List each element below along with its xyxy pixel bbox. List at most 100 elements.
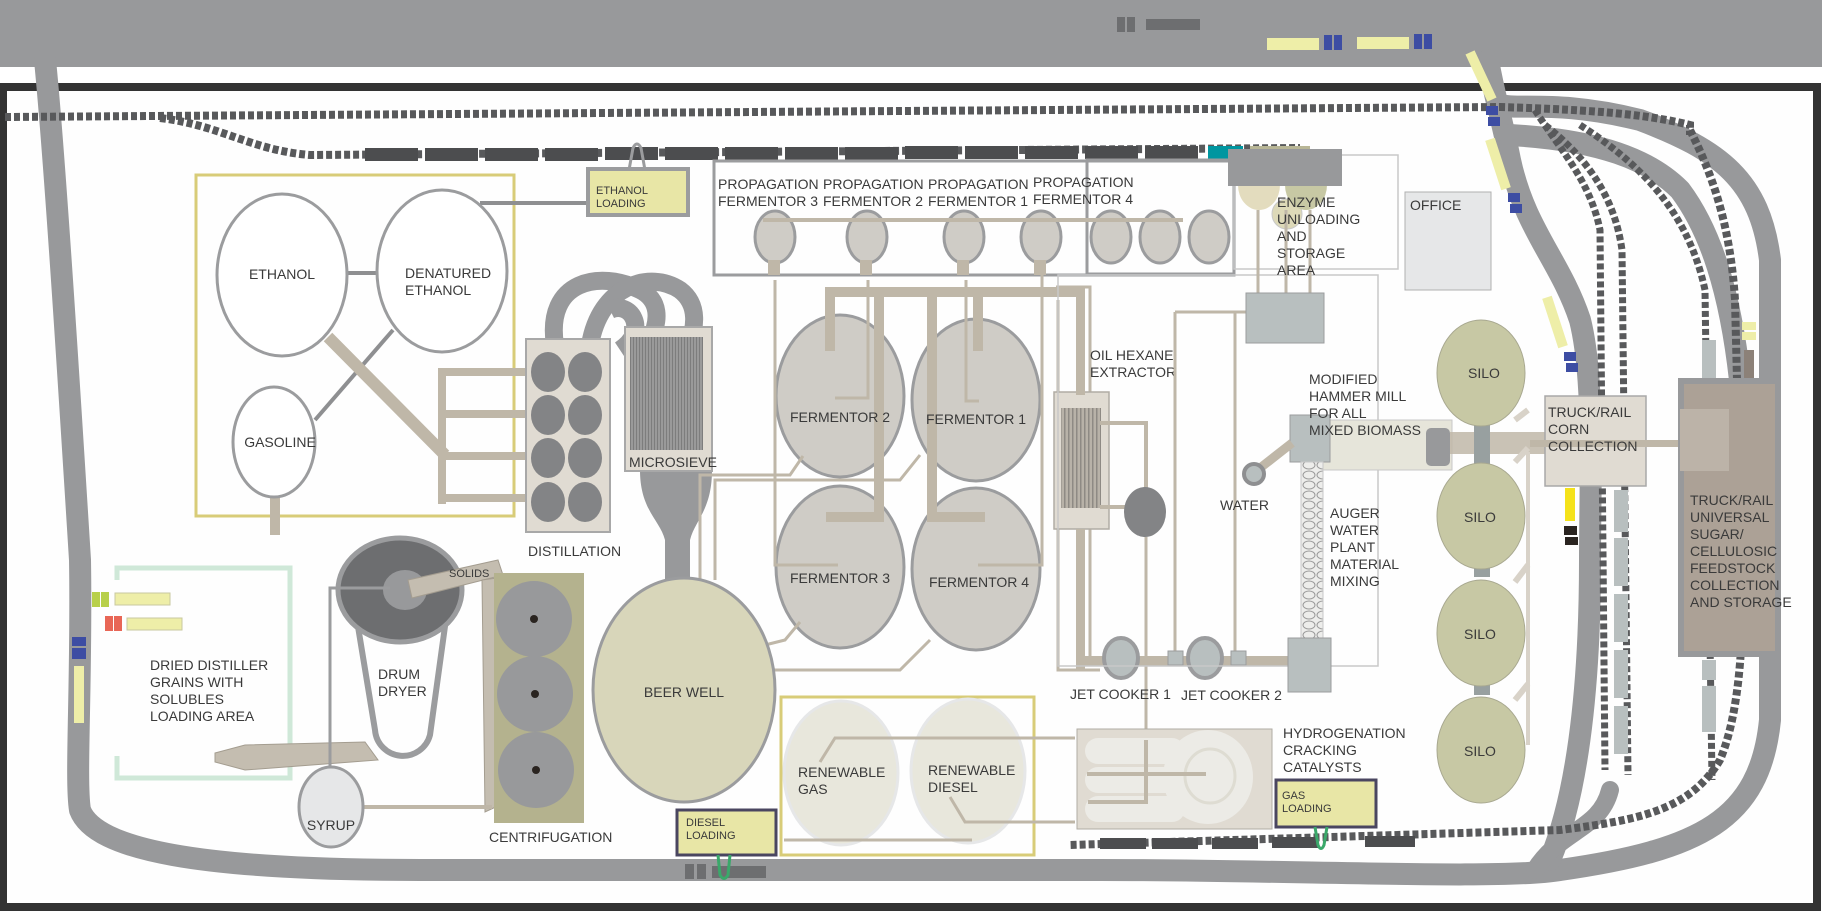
pipe bbox=[323, 332, 450, 460]
rail-car bbox=[725, 147, 778, 160]
rail-car bbox=[1025, 146, 1078, 159]
jet-cooker-1-label: JET COOKER 1 bbox=[1070, 686, 1171, 702]
column bbox=[568, 438, 602, 478]
centrifuge-hub bbox=[532, 766, 540, 774]
pipe bbox=[818, 736, 1075, 763]
office-building bbox=[1404, 191, 1492, 291]
ddgs-label: DRIED DISTILLER GRAINS WITH SOLUBLES LOA… bbox=[150, 657, 272, 724]
truck-cab bbox=[92, 592, 100, 607]
drum-dryer-label: DRUM DRYER bbox=[378, 666, 427, 699]
ferm-pipe bbox=[826, 512, 884, 522]
silo-connector bbox=[1474, 425, 1490, 465]
silo-4-label: SILO bbox=[1464, 743, 1496, 759]
gas-loading: GAS LOADING bbox=[1274, 778, 1378, 850]
oil-hexane-label: OIL HEXANE EXTRACTOR bbox=[1090, 347, 1177, 380]
office: OFFICE bbox=[1404, 191, 1492, 291]
truck-cab bbox=[72, 637, 86, 646]
pipe bbox=[713, 454, 922, 580]
enzyme-mixing-tank bbox=[1245, 292, 1325, 344]
rail-car bbox=[1100, 838, 1146, 849]
centrifuge-hub bbox=[531, 690, 539, 698]
office-label: OFFICE bbox=[1410, 197, 1461, 213]
renewable-diesel-label: RENEWABLE DIESEL bbox=[928, 762, 1019, 795]
prop-header-pipe bbox=[763, 218, 1183, 222]
truck-trailer bbox=[1485, 137, 1511, 191]
distillation-label: DISTILLATION bbox=[528, 543, 621, 559]
separator-vessel bbox=[1124, 487, 1166, 537]
fermentor-4 bbox=[910, 486, 1042, 652]
pipe bbox=[1076, 290, 1085, 395]
manifold-pipe bbox=[440, 368, 526, 376]
truck-cab bbox=[1324, 35, 1332, 50]
rail-spur-2 bbox=[1542, 122, 1632, 776]
ferm-pipe bbox=[978, 275, 1044, 567]
prop-fermentor-4-label: PROPAGATION FERMENTOR 4 bbox=[1033, 174, 1138, 207]
rail-car-grey bbox=[1614, 650, 1628, 698]
prop-tank bbox=[1138, 209, 1182, 265]
truck-trailer bbox=[1542, 295, 1568, 349]
truck-trailer bbox=[74, 666, 84, 723]
highway-vehicles bbox=[1117, 17, 1432, 50]
gasoline-label: GASOLINE bbox=[244, 434, 316, 450]
corn-collection-label: TRUCK/RAIL CORN COLLECTION bbox=[1548, 404, 1637, 454]
truck-trailer bbox=[1742, 322, 1756, 330]
renewable-diesel-tank bbox=[909, 697, 1027, 845]
pipe bbox=[698, 455, 805, 580]
ferm-pipe bbox=[835, 280, 870, 400]
extractor-core bbox=[1061, 408, 1101, 508]
truck-trailer bbox=[114, 592, 171, 606]
rail-car-grey bbox=[1702, 686, 1716, 732]
truck-cab bbox=[105, 616, 113, 631]
ethanol-label: ETHANOL bbox=[249, 266, 315, 282]
rail-car bbox=[785, 147, 838, 160]
hydrogenation-label: HYDROGENATION CRACKING CATALYSTS bbox=[1283, 725, 1410, 775]
ferm-pipe bbox=[825, 287, 835, 351]
truck-cab bbox=[1508, 193, 1520, 202]
rail-car bbox=[1365, 836, 1415, 847]
enzyme-area-label: ENZYME UNLOADING AND STORAGE AREA bbox=[1277, 194, 1364, 278]
truck-cab bbox=[72, 648, 86, 659]
truck-cab bbox=[1566, 363, 1578, 372]
truck-trailer bbox=[1146, 19, 1200, 30]
fermentor-2 bbox=[774, 313, 906, 479]
water-tank bbox=[1242, 462, 1266, 486]
truck-cab bbox=[114, 616, 122, 631]
truck-cab bbox=[1564, 526, 1577, 535]
rail-car-grey bbox=[1702, 660, 1716, 680]
distillation: DISTILLATION bbox=[525, 338, 621, 559]
hammer-mill-unit bbox=[1289, 414, 1331, 463]
rail-car bbox=[965, 146, 1018, 159]
silo-2-label: SILO bbox=[1464, 509, 1496, 525]
hammer-mill-label: MODIFIED HAMMER MILL FOR ALL MIXED BIOMA… bbox=[1309, 371, 1421, 438]
silo-2 bbox=[1436, 462, 1526, 570]
transfer-conveyor bbox=[1530, 440, 1680, 447]
hydrogenation: HYDROGENATION CRACKING CATALYSTS bbox=[1076, 725, 1410, 830]
propagation-area: PROPAGATION FERMENTOR 3 PROPAGATION FERM… bbox=[712, 158, 1236, 277]
rail-car-grey bbox=[1702, 340, 1716, 378]
fermentor-3-label: FERMENTOR 3 bbox=[790, 570, 890, 586]
rail-car bbox=[845, 147, 898, 160]
rail-main-north bbox=[4, 102, 1694, 135]
truck-cab bbox=[1510, 204, 1522, 213]
prop-nozzle bbox=[768, 260, 780, 275]
jet-cookers: JET COOKER 1 JET COOKER 2 bbox=[1070, 310, 1291, 703]
ethanol-loading-label: ETHANOL LOADING bbox=[596, 185, 651, 210]
prop-nozzle bbox=[957, 260, 969, 275]
manifold-pipe bbox=[440, 410, 526, 418]
column bbox=[531, 482, 565, 522]
truck-cab bbox=[1334, 35, 1342, 50]
diesel-loading: DIESEL LOADING bbox=[675, 808, 778, 880]
manifold-pipe bbox=[440, 452, 526, 460]
truck-cab bbox=[101, 592, 109, 607]
enzyme-unloading-bay bbox=[1228, 149, 1342, 186]
truck-cab bbox=[1117, 17, 1125, 32]
prop-tank bbox=[1187, 209, 1231, 265]
fermentor-4-label: FERMENTOR 4 bbox=[929, 574, 1029, 590]
rail-car-grey bbox=[1614, 490, 1628, 532]
silos: SILO SILO SILO SILO bbox=[1436, 319, 1550, 804]
column bbox=[568, 395, 602, 435]
truck-trailer bbox=[1357, 37, 1409, 49]
rail-spur-tank-farm bbox=[159, 114, 1301, 160]
rail-car-grey bbox=[1614, 594, 1628, 642]
loading-arm bbox=[1313, 826, 1329, 850]
